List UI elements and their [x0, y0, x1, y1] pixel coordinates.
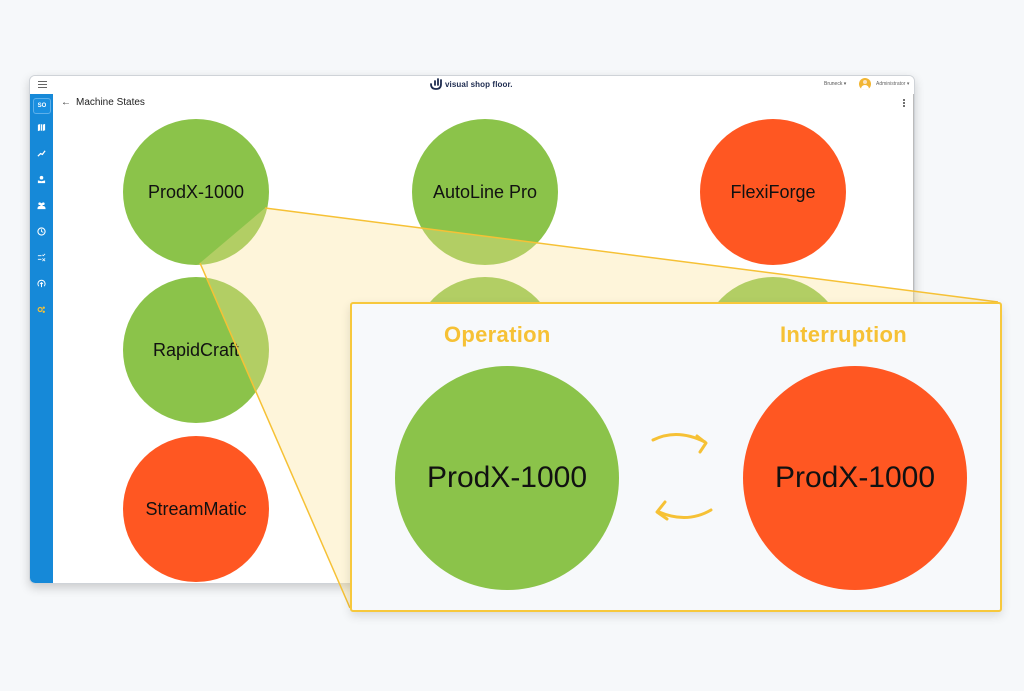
- site-selector[interactable]: Bruneck ▾: [824, 81, 847, 87]
- more-options-icon[interactable]: [903, 99, 905, 108]
- state-callout: Operation Interruption ProdX-1000 ProdX-…: [350, 302, 1002, 612]
- user-menu-label: Administrator: [876, 81, 906, 87]
- site-selector-label: Bruneck: [824, 81, 843, 87]
- gears-icon: [37, 306, 45, 313]
- machine-tile[interactable]: FlexiForge: [700, 119, 846, 265]
- machine-tile[interactable]: ProdX-1000: [123, 119, 269, 265]
- logo-text: visual shop floor.: [445, 79, 513, 89]
- trend-icon: [36, 149, 46, 157]
- sidebar: SO: [30, 94, 53, 583]
- sidebar-item-history[interactable]: [35, 225, 47, 237]
- operation-machine: ProdX-1000: [395, 366, 619, 590]
- operation-label: Operation: [444, 322, 551, 347]
- menu-icon[interactable]: [38, 81, 47, 89]
- user-menu[interactable]: Administrator ▾: [876, 81, 910, 87]
- machine-name: ProdX-1000: [426, 461, 588, 494]
- sidebar-item-analytics[interactable]: [35, 147, 47, 159]
- machine-name: AutoLine Pro: [432, 181, 538, 202]
- machine-name: ProdX-1000: [147, 181, 245, 202]
- sidebar-item-team[interactable]: [35, 199, 47, 211]
- sidebar-item-tasks[interactable]: [35, 251, 47, 263]
- machine-name: FlexiForge: [730, 181, 816, 202]
- top-bar: visual shop floor. Bruneck ▾ Administrat…: [30, 76, 914, 94]
- operator-icon: [37, 175, 45, 183]
- machine-tile[interactable]: AutoLine Pro: [412, 119, 558, 265]
- machine-name: StreamMatic: [145, 498, 247, 519]
- sidebar-item-map[interactable]: [35, 121, 47, 133]
- clock-icon: [36, 226, 46, 236]
- sidebar-item-settings[interactable]: [35, 303, 47, 315]
- machine-name: ProdX-1000: [774, 461, 936, 494]
- map-icon: [37, 123, 45, 131]
- logo: visual shop floor.: [430, 78, 513, 90]
- upload-icon: [36, 279, 46, 287]
- sidebar-badge[interactable]: SO: [33, 98, 51, 114]
- logo-hand-icon: [430, 78, 442, 90]
- page-title: Machine States: [76, 97, 145, 108]
- sidebar-item-upload[interactable]: [35, 277, 47, 289]
- machine-name: RapidCraft: [152, 339, 240, 360]
- machine-tile[interactable]: StreamMatic: [123, 436, 269, 582]
- checklist-icon: [37, 253, 45, 261]
- interruption-machine: ProdX-1000: [743, 366, 967, 590]
- sidebar-item-operator[interactable]: [35, 173, 47, 185]
- interruption-label: Interruption: [780, 322, 908, 347]
- state-toggle-arrows-icon: [651, 433, 713, 521]
- back-arrow-icon[interactable]: ←: [61, 97, 71, 108]
- breadcrumb: ← Machine States: [61, 97, 145, 108]
- machine-tile[interactable]: RapidCraft: [123, 277, 269, 423]
- users-icon: [36, 201, 46, 209]
- avatar[interactable]: [859, 78, 871, 90]
